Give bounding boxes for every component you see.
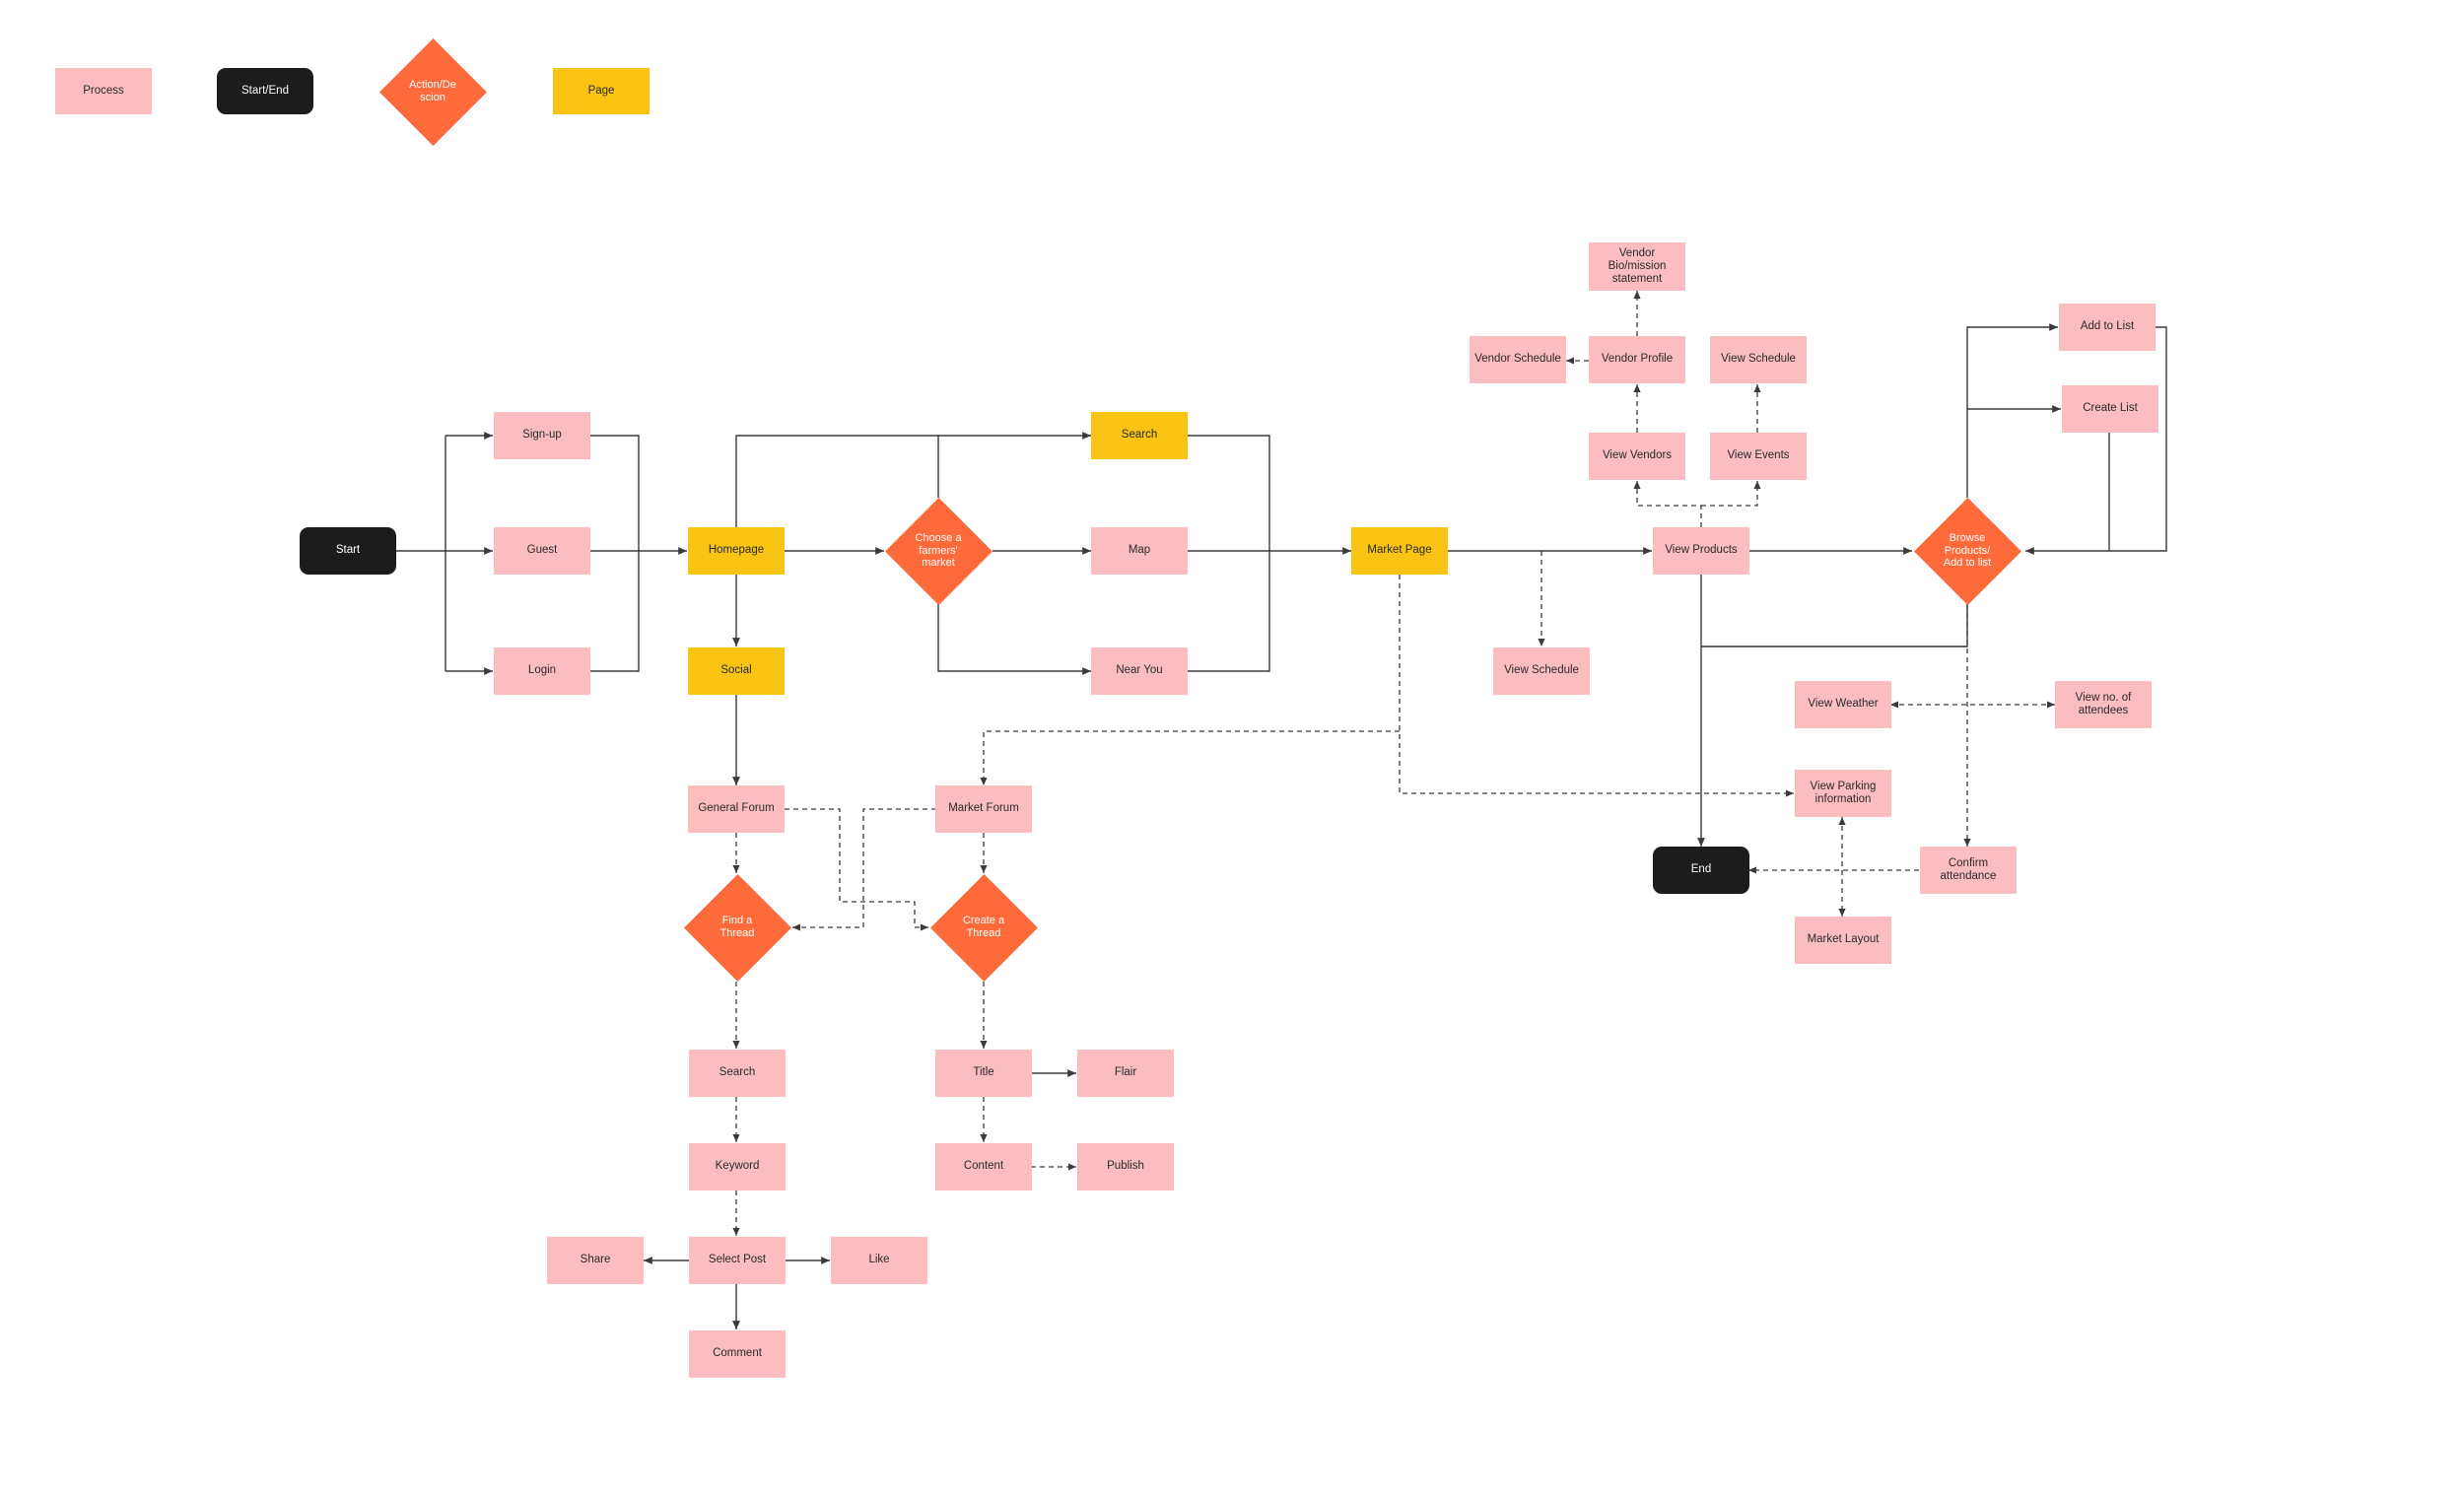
node-select-post: Select Post <box>689 1237 786 1284</box>
edge-browse-to-addtolist <box>1966 323 2058 498</box>
edge-browse-to-end <box>1701 604 1968 647</box>
node-view-products: View Products <box>1653 527 1749 575</box>
node-create-list: Create List <box>2062 385 2158 433</box>
node-market-layout: Market Layout <box>1795 917 1891 964</box>
node-view-weather: View Weather <box>1795 681 1891 728</box>
node-vendor-bio: Vendor Bio/mission statement <box>1589 242 1685 291</box>
node-near-you: Near You <box>1091 647 1188 695</box>
node-find-thread: Find a Thread <box>683 873 791 982</box>
node-add-to-list: Add to List <box>2059 304 2156 351</box>
node-market-forum: Market Forum <box>935 785 1032 833</box>
decision-label: Create a Thread <box>962 915 1005 939</box>
edge-marketpage-to-marketforum <box>980 730 1400 785</box>
decision-label: Find a Thread <box>719 915 755 939</box>
edge-marketforum-to-findthread <box>792 808 936 931</box>
node-general-forum: General Forum <box>688 785 785 833</box>
node-signup: Sign-up <box>494 412 590 459</box>
edge-options-merge <box>1187 435 1270 672</box>
node-create-thread: Create a Thread <box>929 873 1038 982</box>
node-guest: Guest <box>494 527 590 575</box>
node-comment: Comment <box>689 1330 786 1378</box>
legend-decision: Action/De scion <box>378 37 487 146</box>
node-view-schedule-events: View Schedule <box>1710 336 1807 383</box>
node-flair: Flair <box>1077 1050 1174 1097</box>
edge-signup-out <box>590 435 640 672</box>
legend-page: Page <box>553 68 650 114</box>
node-map: Map <box>1091 527 1188 575</box>
node-search-forum: Search <box>689 1050 786 1097</box>
node-search-page: Search <box>1091 412 1188 459</box>
legend-terminal: Start/End <box>217 68 313 114</box>
node-vendor-profile: Vendor Profile <box>1589 336 1685 383</box>
node-view-schedule-market: View Schedule <box>1493 647 1590 695</box>
node-publish: Publish <box>1077 1143 1174 1191</box>
legend-decision-label: Action/De scion <box>409 79 456 103</box>
edge-marketpage-to-parking <box>1399 575 1794 797</box>
node-title: Title <box>935 1050 1032 1097</box>
node-view-attendees: View no. of attendees <box>2055 681 2152 728</box>
edge-homepage-to-search <box>735 432 1091 527</box>
node-choose-market: Choose a farmers' market <box>884 497 992 605</box>
edge-viewproducts-to-events <box>1701 481 1761 507</box>
node-login: Login <box>494 647 590 695</box>
decision-label: Choose a farmers' market <box>915 532 962 570</box>
decision-label: Browse Products/ Add to list <box>1943 532 1992 570</box>
node-keyword: Keyword <box>689 1143 786 1191</box>
node-homepage: Homepage <box>688 527 785 575</box>
node-view-events: View Events <box>1710 433 1807 480</box>
node-like: Like <box>831 1237 927 1284</box>
node-social: Social <box>688 647 785 695</box>
node-end: End <box>1653 847 1749 894</box>
node-browse-products: Browse Products/ Add to list <box>1913 497 2021 605</box>
node-view-parking: View Parking information <box>1795 770 1891 817</box>
node-view-vendors: View Vendors <box>1589 433 1685 480</box>
node-content: Content <box>935 1143 1032 1191</box>
node-market-page: Market Page <box>1351 527 1448 575</box>
edge-choose-to-nearyou <box>937 604 1091 675</box>
edge-generalforum-to-createthread <box>785 808 928 931</box>
node-vendor-schedule: Vendor Schedule <box>1470 336 1566 383</box>
node-start: Start <box>300 527 396 575</box>
edge-addtolist-back <box>2025 326 2167 555</box>
legend-process: Process <box>55 68 152 114</box>
edge-viewproducts-up <box>1633 481 1702 527</box>
node-share: Share <box>547 1237 644 1284</box>
node-confirm-attendance: Confirm attendance <box>1920 847 2017 894</box>
